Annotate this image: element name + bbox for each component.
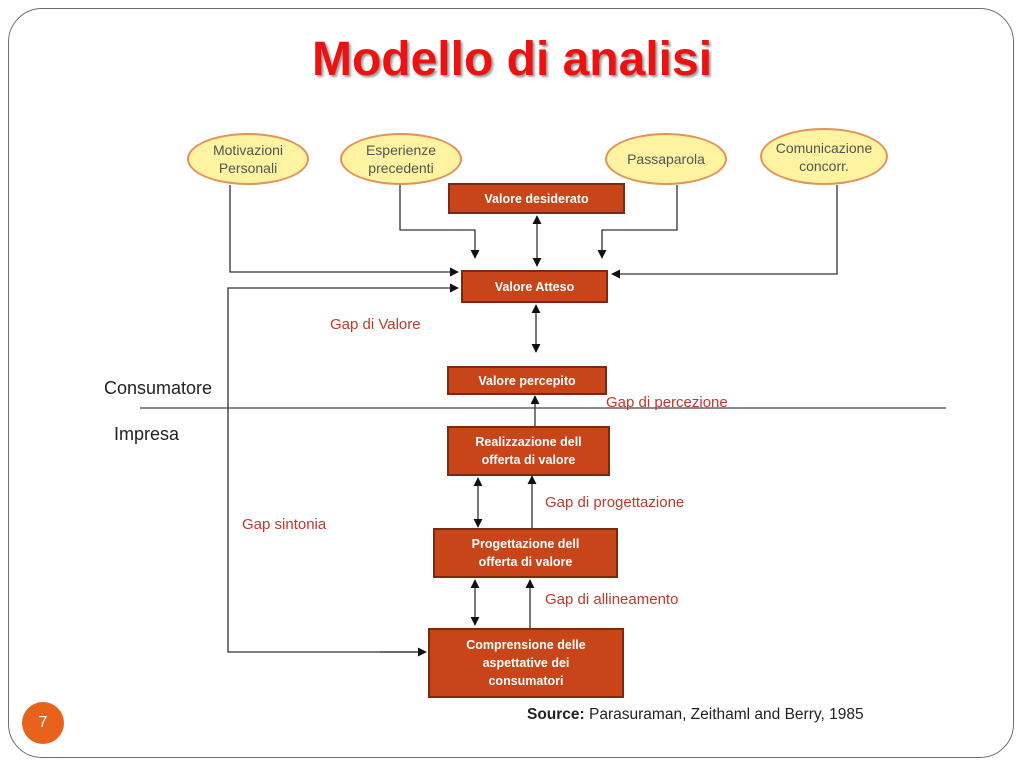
- box-progettazione-offerta: Progettazione dell offerta di valore: [433, 528, 618, 578]
- oval-comunicazione-concorr: Comunicazione concorr.: [760, 128, 888, 185]
- oval-esperienze-precedenti: Esperienze precedenti: [340, 133, 462, 185]
- source-text: Parasuraman, Zeithaml and Berry, 1985: [584, 706, 864, 723]
- slide-frame: [8, 8, 1014, 758]
- oval-passaparola: Passaparola: [605, 133, 727, 185]
- box-valore-desiderato: Valore desiderato: [448, 183, 625, 214]
- page-number-badge: 7: [22, 702, 64, 744]
- box-valore-percepito: Valore percepito: [447, 366, 607, 395]
- connector-esperienze: [399, 185, 480, 259]
- impresa-label: Impresa: [114, 424, 180, 444]
- box-comprensione-aspettative: Comprensione delle aspettative dei consu…: [428, 628, 624, 698]
- box-valore-atteso: Valore Atteso: [461, 270, 608, 303]
- gap-valore-label: Gap di Valore: [330, 316, 421, 333]
- connector-sintonia-loop: [227, 283, 459, 653]
- connector-motivazioni: [229, 185, 459, 277]
- gap-allineamento-label: Gap di allineamento: [545, 591, 679, 608]
- gap-sintonia-label: Gap sintonia: [242, 516, 327, 533]
- consumatore-label: Consumatore: [104, 378, 213, 398]
- slide-title: Modello di analisi: [311, 33, 713, 86]
- gap-percezione-label: Gap di percezione: [606, 394, 728, 411]
- gap-progettazione-label: Gap di progettazione: [545, 494, 685, 511]
- box-realizzazione-offerta: Realizzazione dell offerta di valore: [447, 426, 610, 476]
- oval-motivazioni-personali: Motivazioni Personali: [187, 133, 309, 185]
- source-citation: Source: Parasuraman, Zeithaml and Berry,…: [527, 706, 864, 724]
- connector-passaparola: [597, 185, 678, 259]
- source-label: Source:: [527, 706, 585, 723]
- connector-comunicazione: [611, 185, 838, 279]
